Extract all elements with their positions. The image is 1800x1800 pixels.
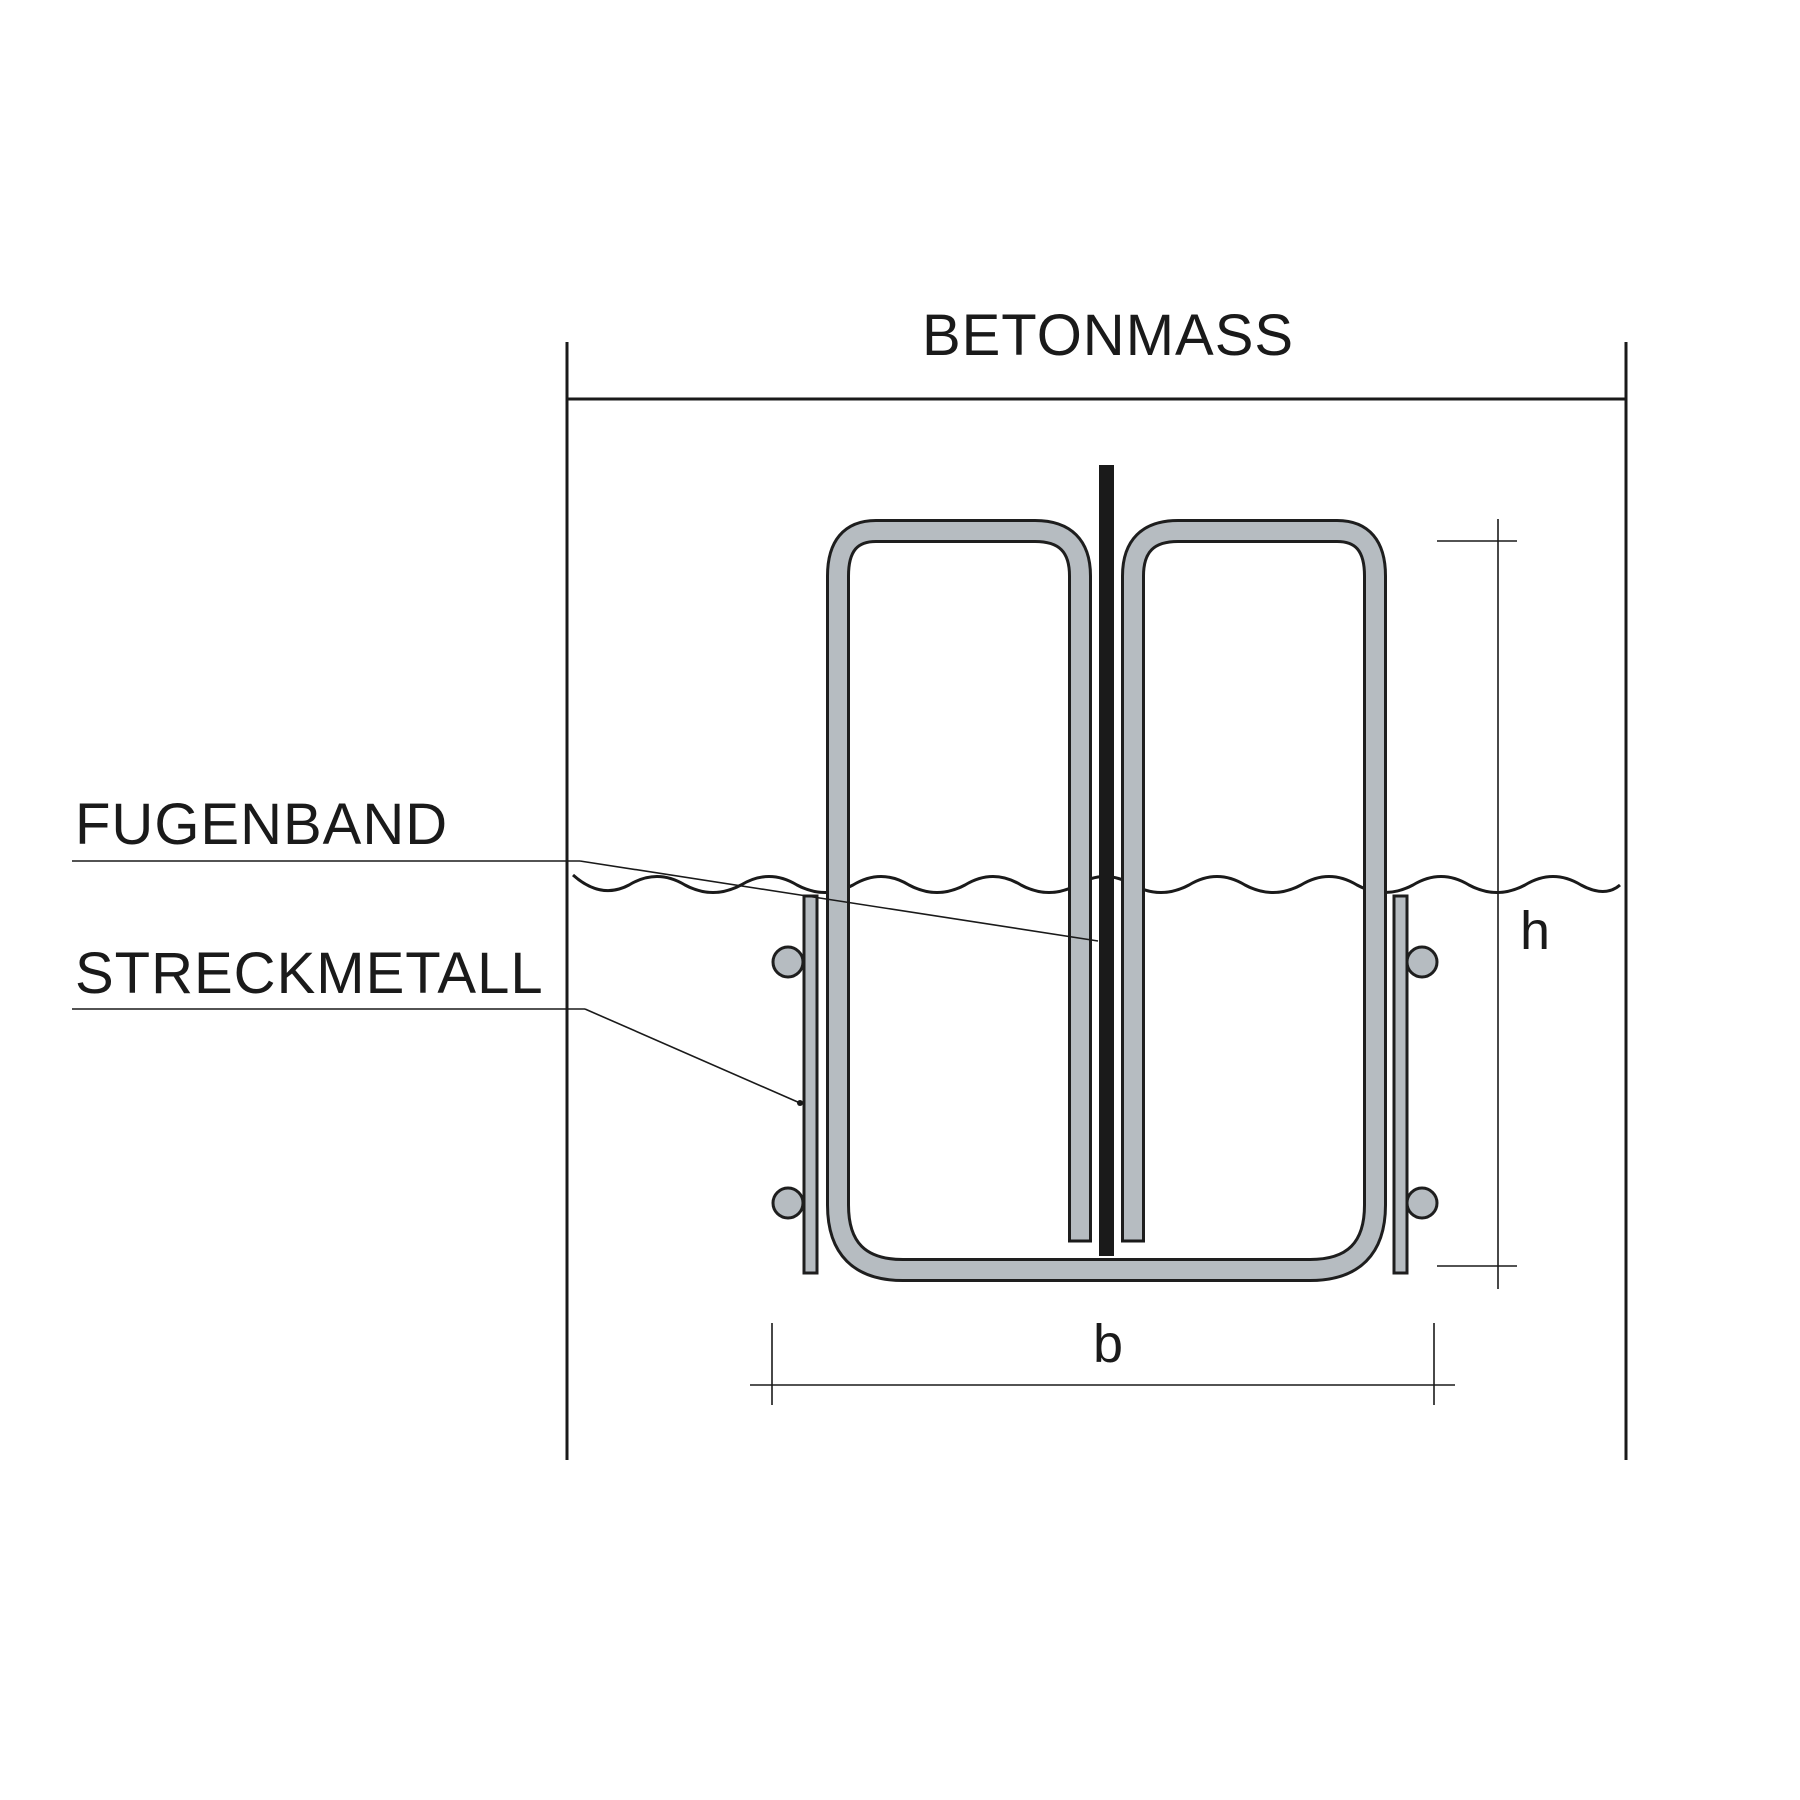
stirrup-left xyxy=(826,519,1387,1282)
rebar-left-top xyxy=(771,945,805,979)
rebar-right-bottom xyxy=(1405,1186,1439,1220)
callout-waterstop xyxy=(72,860,1099,942)
rebar-right-top xyxy=(1405,945,1439,979)
height-dimension xyxy=(1437,519,1517,1289)
expanded-metal-label: STRECKMETALL xyxy=(75,941,544,1006)
width-label: b xyxy=(1093,1314,1123,1374)
height-label: h xyxy=(1520,901,1550,961)
expanded-metal-plate-left xyxy=(802,894,819,1275)
expanded-metal-plate-right xyxy=(1392,894,1409,1275)
width-dimension xyxy=(750,1323,1455,1405)
waterstop-label: FUGENBAND xyxy=(75,792,448,857)
waterstop-strip xyxy=(1099,465,1114,1256)
concrete-label: BETONMASS xyxy=(922,303,1294,368)
callout-expanded-metal xyxy=(72,1008,803,1106)
rebar-left-bottom xyxy=(771,1186,805,1220)
